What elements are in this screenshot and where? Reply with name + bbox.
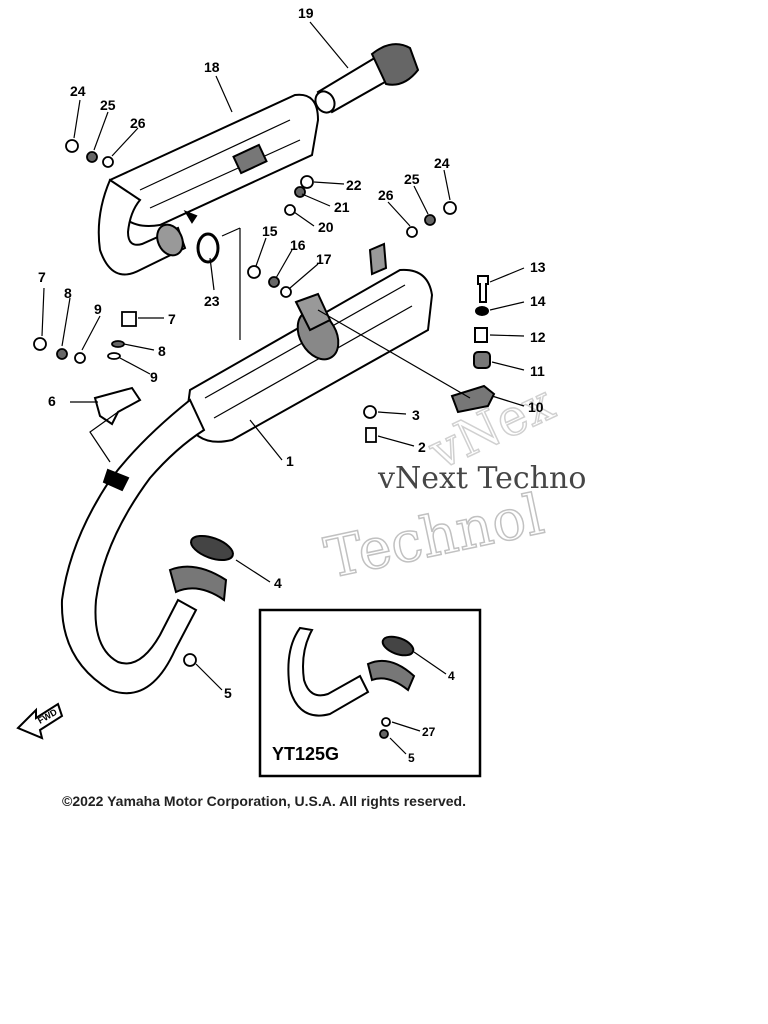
part-24-bolt xyxy=(65,139,79,153)
callout-10: 10 xyxy=(528,399,544,415)
part-9-washer xyxy=(74,352,86,364)
parts-11-14-hardware xyxy=(473,275,491,369)
part-7-bolt-b xyxy=(121,311,137,327)
callout-9a: 9 xyxy=(94,301,102,317)
callout-24a: 24 xyxy=(70,83,86,99)
part-3-nut xyxy=(363,405,377,419)
part-16-washer xyxy=(268,276,280,288)
part-21-washer xyxy=(294,186,306,198)
part-10-bracket xyxy=(450,384,496,414)
part-12-collar xyxy=(474,327,488,343)
part-11-damper xyxy=(473,351,491,369)
callout-18: 18 xyxy=(204,59,220,75)
part-25-washer-b xyxy=(424,214,436,226)
callout-5: 5 xyxy=(224,685,232,701)
callout-22: 22 xyxy=(346,177,362,193)
callout-20: 20 xyxy=(318,219,334,235)
callout-numbers: 1 2 3 4 5 6 7 7 8 8 9 9 10 11 12 13 14 1… xyxy=(38,5,546,701)
inset-callout-27: 27 xyxy=(422,725,436,739)
inset-callout-4: 4 xyxy=(448,669,455,683)
part-24-bolt-b xyxy=(443,201,457,215)
callout-19: 19 xyxy=(298,5,314,21)
part-6-bracket xyxy=(89,386,142,492)
inset-callout-5: 5 xyxy=(408,751,415,765)
callout-3: 3 xyxy=(412,407,420,423)
part-8-washer xyxy=(56,348,68,360)
part-19-tailpipe xyxy=(314,43,420,114)
watermark: vNext Techno Technol vNex xyxy=(319,373,587,593)
callout-16: 16 xyxy=(290,237,306,253)
part-14-washer xyxy=(475,306,489,316)
callout-25a: 25 xyxy=(100,97,116,113)
part-1-muffler-main xyxy=(60,242,434,695)
watermark-line1: vNext Techno xyxy=(377,461,586,496)
callout-21: 21 xyxy=(334,199,350,215)
callout-12: 12 xyxy=(530,329,546,345)
callout-13: 13 xyxy=(530,259,546,275)
callout-7b: 7 xyxy=(168,311,176,327)
callout-25b: 25 xyxy=(404,171,420,187)
callout-8a: 8 xyxy=(64,285,72,301)
part-23-gasket xyxy=(196,232,220,264)
part-25-washer xyxy=(86,151,98,163)
callout-15: 15 xyxy=(262,223,278,239)
watermark-line2: Technol xyxy=(319,482,549,592)
fastener-group xyxy=(33,139,457,667)
callout-26b: 26 xyxy=(378,187,394,203)
leader-lines xyxy=(41,21,525,691)
callout-26a: 26 xyxy=(130,115,146,131)
callout-7a: 7 xyxy=(38,269,46,285)
part-5-nut xyxy=(183,653,197,667)
inset-title: YT125G xyxy=(272,744,339,764)
part-15-bolt xyxy=(247,265,261,279)
part-13-bolt xyxy=(477,275,489,303)
fwd-arrow: FWD xyxy=(16,702,64,740)
part-17-washer xyxy=(280,286,292,298)
callout-4: 4 xyxy=(274,575,282,591)
copyright-text: ©2022 Yamaha Motor Corporation, U.S.A. A… xyxy=(62,793,466,809)
inset-yt125g: 4 27 5 YT125G xyxy=(258,608,482,778)
part-20-washer xyxy=(284,204,296,216)
part-8-washer-b xyxy=(111,340,125,348)
callout-17: 17 xyxy=(316,251,332,267)
part-22-nut xyxy=(300,175,314,189)
part-2-bolt xyxy=(365,427,377,443)
part-7-bolt xyxy=(33,337,47,351)
callout-6: 6 xyxy=(48,393,56,409)
part-9-washer-b xyxy=(107,352,121,360)
callout-8b: 8 xyxy=(158,343,166,359)
callout-24b: 24 xyxy=(434,155,450,171)
callout-23: 23 xyxy=(204,293,220,309)
callout-1: 1 xyxy=(286,453,294,469)
callout-11: 11 xyxy=(530,363,545,379)
callout-9b: 9 xyxy=(150,369,158,385)
callout-14: 14 xyxy=(530,293,546,309)
part-26-washer-b xyxy=(406,226,418,238)
callout-2: 2 xyxy=(418,439,426,455)
part-26-washer xyxy=(102,156,114,168)
part-18-muffler-upper xyxy=(97,93,320,276)
